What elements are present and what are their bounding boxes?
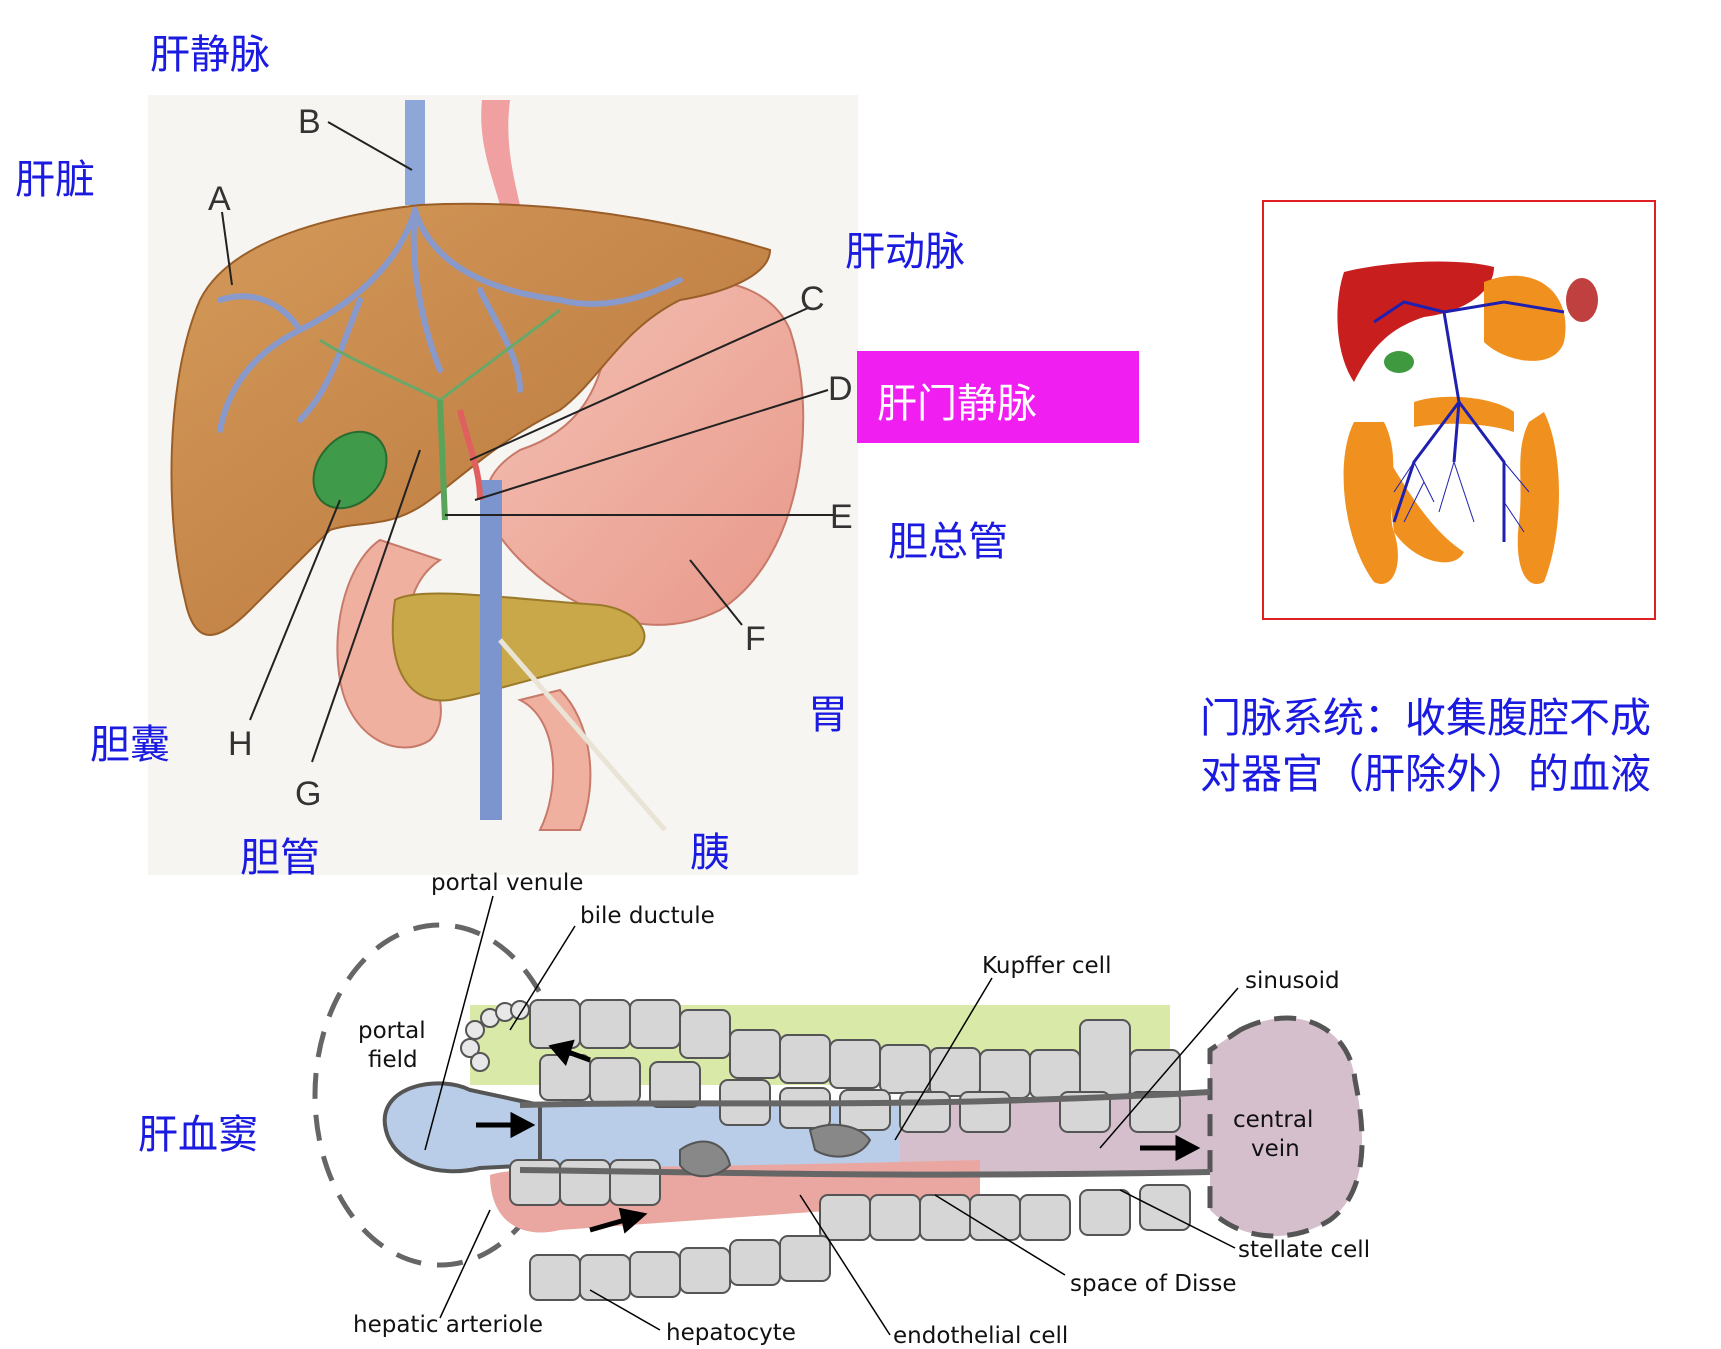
label-hepatic-vein: 肝静脉: [150, 32, 270, 78]
letter-e: E: [830, 498, 853, 536]
label-stomach: 胃: [808, 692, 848, 738]
label-portal-field-1: portal: [358, 1018, 426, 1044]
letter-c: C: [800, 280, 825, 318]
label-hepatic-portal-vein: 肝门静脉: [877, 381, 1037, 427]
label-space-of-disse: space of Disse: [1070, 1271, 1237, 1297]
label-pancreas: 胰: [690, 830, 730, 876]
label-liver: 肝脏: [15, 157, 95, 203]
label-hepatic-arteriole: hepatic arteriole: [353, 1312, 543, 1338]
label-hepatic-portal-vein-box: 肝门静脉: [857, 351, 1139, 443]
label-bile-ductule: bile ductule: [580, 903, 715, 929]
letter-h: H: [228, 725, 253, 763]
portal-system-figure: [1262, 200, 1656, 620]
label-kupffer-cell: Kupffer cell: [982, 953, 1112, 979]
letter-f: F: [745, 620, 766, 658]
label-hepatic-sinusoid: 肝血窦: [138, 1112, 258, 1158]
letter-a: A: [208, 180, 231, 218]
letter-d: D: [828, 370, 853, 408]
portal-system-illustration: [1337, 261, 1598, 584]
label-central-vein-2: vein: [1251, 1136, 1300, 1162]
label-portal-field-2: field: [368, 1047, 418, 1073]
label-stellate-cell: stellate cell: [1238, 1237, 1371, 1263]
letter-b: B: [298, 103, 321, 141]
label-bile-duct: 胆管: [240, 835, 320, 881]
label-hepatic-artery: 肝动脉: [845, 229, 965, 275]
note-line-1: 门脉系统：收集腹腔不成: [1200, 694, 1651, 742]
label-gallbladder: 胆囊: [90, 722, 170, 768]
portal-system-note: 门脉系统：收集腹腔不成 对器官（肝除外）的血液: [1200, 690, 1651, 802]
label-central-vein-1: central: [1233, 1107, 1314, 1133]
label-hepatocyte: hepatocyte: [666, 1320, 796, 1346]
label-common-bile-duct: 胆总管: [888, 519, 1008, 565]
note-line-2: 对器官（肝除外）的血液: [1200, 750, 1651, 798]
label-endothelial-cell: endothelial cell: [893, 1323, 1069, 1349]
label-portal-venule: portal venule: [431, 870, 584, 896]
label-sinusoid: sinusoid: [1245, 968, 1340, 994]
letter-g: G: [295, 775, 322, 813]
